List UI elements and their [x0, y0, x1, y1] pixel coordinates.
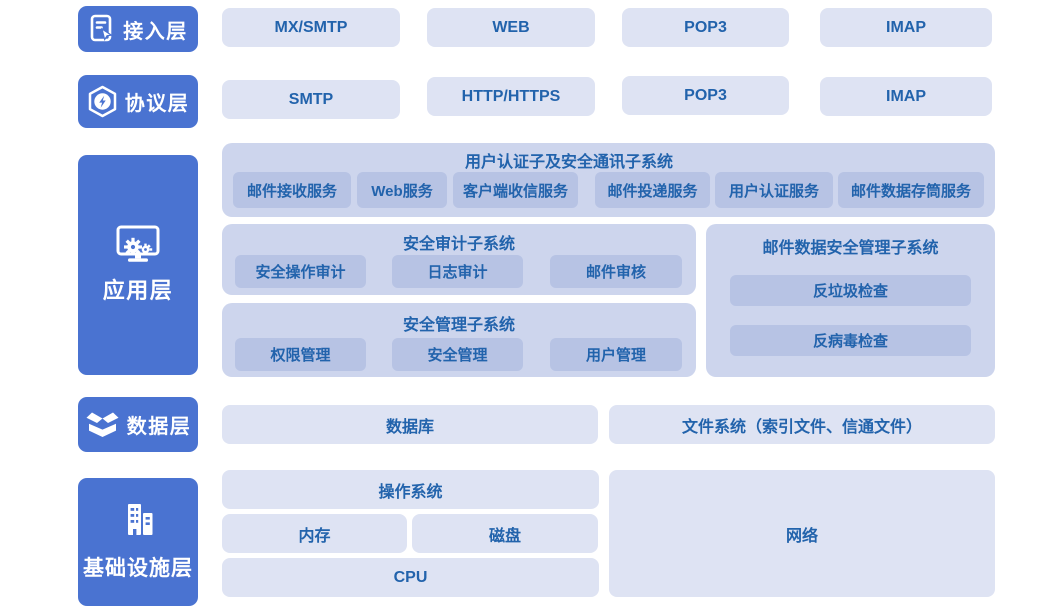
layer-label: 基础设施层 — [83, 557, 193, 580]
chip-log-audit: 日志审计 — [392, 255, 523, 288]
chip-label: 客户端收信服务 — [462, 182, 568, 200]
chip-client-receive: 客户端收信服务 — [453, 172, 578, 208]
box-label: 数据库 — [385, 418, 434, 436]
box-label: WEB — [492, 18, 530, 36]
chip-label: 用户认证服务 — [728, 182, 819, 200]
box-label: POP3 — [684, 18, 727, 36]
infra-box-network: 网络 — [609, 470, 995, 597]
chip-label: 反病毒检查 — [812, 333, 888, 350]
box-label: SMTP — [288, 90, 334, 108]
box-label: POP3 — [684, 86, 727, 104]
chip-antispam: 反垃圾检查 — [730, 275, 971, 306]
chip-permission-mgmt: 权限管理 — [235, 338, 366, 371]
group-mailsec-subsystem: 邮件数据安全管理子系统 反垃圾检查 反病毒检查 — [706, 224, 995, 377]
layer-label: 协议层 — [124, 93, 190, 115]
chip-mail-storage: 邮件数据存筒服务 — [838, 172, 984, 208]
layer-badge-data: 数据层 — [78, 397, 198, 452]
box-label: 内存 — [298, 527, 331, 545]
protocol-box-imap: IMAP — [820, 77, 992, 116]
chip-label: 邮件接收服务 — [246, 182, 337, 200]
layer-label: 接入层 — [123, 20, 188, 43]
monitor-gear-icon — [116, 225, 160, 262]
layer-badge-access: 接入层 — [78, 6, 198, 52]
box-label: 网络 — [785, 527, 818, 545]
group-title: 安全管理子系统 — [402, 317, 515, 334]
chip-label: 邮件数据存筒服务 — [850, 182, 971, 200]
chip-label: 日志审计 — [427, 264, 488, 281]
buildings-icon — [127, 504, 152, 535]
layer-badge-infrastructure: 基础设施层 — [78, 478, 198, 606]
chip-user-auth: 用户认证服务 — [715, 172, 833, 208]
access-box-pop3: POP3 — [622, 8, 789, 47]
layer-badge-protocol: 协议层 — [78, 75, 198, 128]
chip-label: 用户管理 — [585, 347, 646, 364]
layer-label: 数据层 — [126, 416, 192, 438]
group-comm-subsystem: 用户认证子及安全通讯子系统 邮件接收服务 Web服务 客户端收信服务 邮件投递服… — [222, 143, 995, 217]
chip-label: Web服务 — [371, 182, 433, 200]
protocol-box-smtp: SMTP — [222, 80, 400, 119]
box-label: IMAP — [886, 18, 926, 36]
open-box-icon — [86, 412, 119, 437]
infra-box-cpu: CPU — [222, 558, 599, 597]
chip-mail-delivery: 邮件投递服务 — [595, 172, 710, 208]
infra-box-os: 操作系统 — [222, 470, 599, 509]
chip-mail-review: 邮件审核 — [550, 255, 682, 288]
data-box-database: 数据库 — [222, 405, 598, 444]
chip-label: 反垃圾检查 — [812, 283, 888, 300]
chip-label: 邮件投递服务 — [607, 182, 698, 200]
chip-antivirus: 反病毒检查 — [730, 325, 971, 356]
chip-user-mgmt: 用户管理 — [550, 338, 682, 371]
box-label: CPU — [393, 568, 428, 586]
box-label: IMAP — [886, 87, 926, 105]
group-mgmt-subsystem: 安全管理子系统 权限管理 安全管理 用户管理 — [222, 303, 696, 377]
hexagon-bolt-icon — [88, 85, 116, 118]
box-label: 文件系统（索引文件、信通文件） — [681, 418, 922, 436]
layer-badge-application: 应用层 — [78, 155, 198, 375]
group-title: 安全审计子系统 — [402, 236, 515, 253]
access-box-mx-smtp: MX/SMTP — [222, 8, 400, 47]
chip-security-op-audit: 安全操作审计 — [235, 255, 366, 288]
access-box-imap: IMAP — [820, 8, 992, 47]
chip-label: 邮件审核 — [585, 264, 646, 281]
data-box-filesystem: 文件系统（索引文件、信通文件） — [609, 405, 995, 444]
form-hand-icon — [90, 14, 114, 41]
group-audit-subsystem: 安全审计子系统 安全操作审计 日志审计 邮件审核 — [222, 224, 696, 295]
box-label: 磁盘 — [488, 527, 521, 545]
layer-label: 应用层 — [102, 278, 174, 303]
box-label: HTTP/HTTPS — [461, 87, 561, 105]
access-box-web: WEB — [427, 8, 595, 47]
chip-label: 安全操作审计 — [255, 264, 346, 281]
box-label: MX/SMTP — [274, 18, 348, 36]
chip-security-mgmt: 安全管理 — [392, 338, 523, 371]
protocol-box-http: HTTP/HTTPS — [427, 77, 595, 116]
chip-web-service: Web服务 — [357, 172, 447, 208]
chip-label: 安全管理 — [427, 347, 488, 364]
chip-mail-receive: 邮件接收服务 — [233, 172, 351, 208]
chip-label: 权限管理 — [270, 347, 331, 364]
infra-box-memory: 内存 — [222, 514, 407, 553]
protocol-box-pop3: POP3 — [622, 76, 789, 115]
infra-box-disk: 磁盘 — [412, 514, 598, 553]
box-label: 操作系统 — [378, 483, 443, 501]
group-title: 邮件数据安全管理子系统 — [762, 240, 939, 257]
group-title: 用户认证子及安全通讯子系统 — [464, 154, 673, 171]
